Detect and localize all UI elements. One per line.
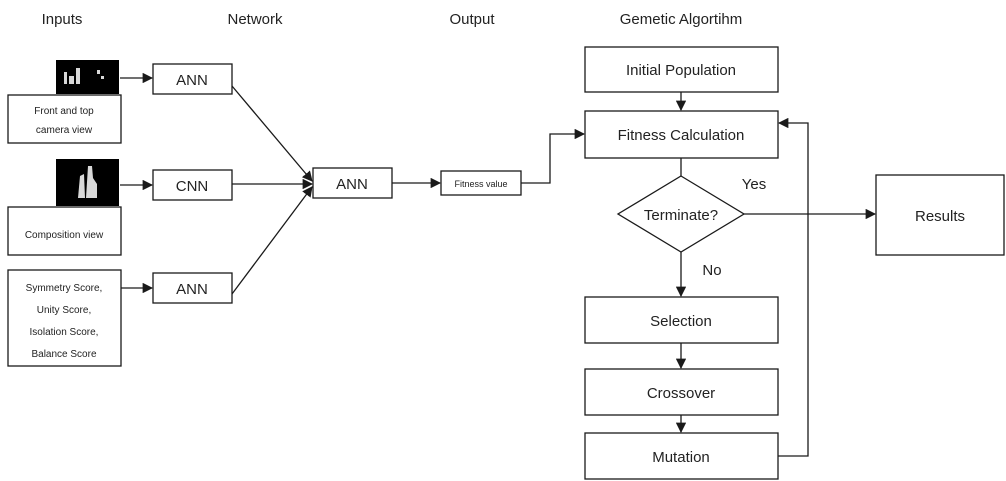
fitness-value-label: Fitness value	[454, 179, 507, 189]
results-box	[875, 174, 1005, 256]
unity-score-label: Unity Score,	[37, 305, 91, 316]
header-output: Output	[449, 11, 495, 28]
mutation-box	[584, 432, 779, 480]
composition-label: Composition view	[25, 230, 104, 241]
results-label: Results	[915, 208, 965, 225]
header-genetic-algorithm: Gemetic Algortihm	[620, 11, 743, 28]
arrow-ann-top-to-merge	[231, 85, 313, 182]
terminate-label: Terminate?	[644, 207, 718, 224]
balance-score-label: Balance Score	[31, 349, 96, 360]
arrow-mutation-loop-to-fitness	[777, 117, 809, 457]
arrow-ann-bottom-to-merge	[231, 186, 313, 295]
front-top-camera-label-line1: Front and top	[34, 106, 94, 117]
front-top-camera-label-line2: camera view	[36, 125, 93, 136]
isolation-score-label: Isolation Score,	[30, 327, 99, 338]
arrow-fitness-value-to-fitness-calculation	[521, 128, 586, 184]
header-network: Network	[227, 11, 283, 28]
front-top-camera-thumbnail	[56, 60, 119, 94]
fitness-calculation-label: Fitness Calculation	[618, 127, 745, 144]
ann-top-label: ANN	[176, 72, 208, 89]
ann-bottom-label: ANN	[176, 281, 208, 298]
yes-label: Yes	[742, 176, 766, 193]
fitness-value-box	[440, 170, 522, 196]
selection-label: Selection	[650, 313, 712, 330]
composition-box	[7, 206, 122, 256]
no-label: No	[702, 262, 721, 279]
cnn-label: CNN	[176, 178, 209, 195]
crossover-label: Crossover	[647, 385, 715, 402]
ann-top-box	[152, 63, 233, 95]
front-top-camera-box	[7, 94, 122, 144]
header-inputs: Inputs	[42, 11, 83, 28]
composition-thumbnail	[56, 159, 119, 206]
cnn-box	[152, 169, 233, 201]
mutation-label: Mutation	[652, 449, 710, 466]
fitness-calculation-box	[584, 110, 779, 159]
symmetry-score-label: Symmetry Score,	[26, 283, 103, 294]
initial-population-label: Initial Population	[626, 62, 736, 79]
ann-merge-label: ANN	[336, 176, 368, 193]
ann-merge-box	[312, 167, 393, 199]
ann-bottom-box	[152, 272, 233, 304]
scores-box	[7, 269, 122, 367]
